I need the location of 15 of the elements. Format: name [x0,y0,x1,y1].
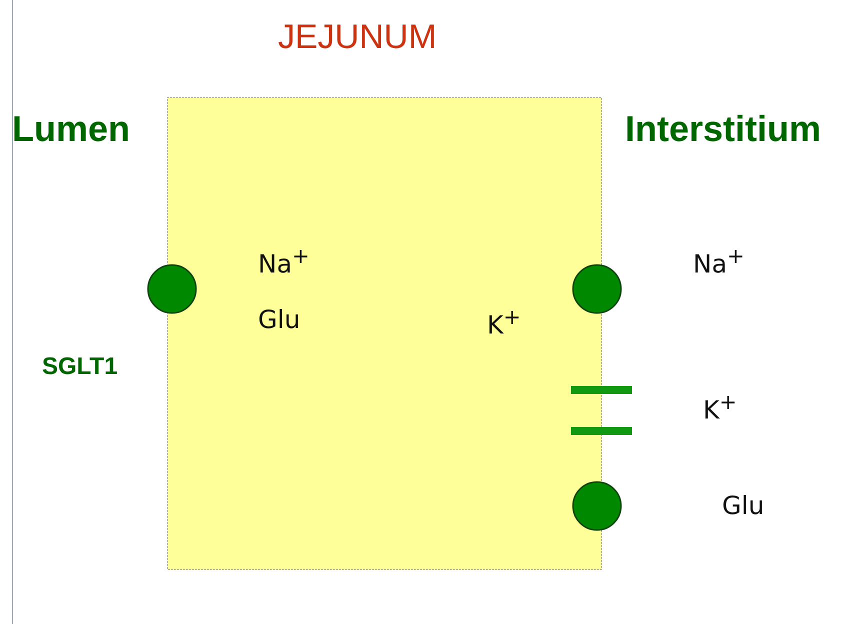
region-label: Interstitium [625,108,822,150]
transporter-circle [572,481,622,531]
transporter-circle [147,264,197,314]
ion-label: Na$^{+}$ [258,244,310,278]
transporter-circle [572,264,622,314]
ion-label: K$^{+}$ [703,390,737,424]
ion-label: Glu [722,491,764,520]
cell-box [167,97,602,570]
title: JEJUNUM [278,18,437,57]
ion-label: K$^{+}$ [487,305,521,340]
channel-bars [571,386,632,435]
ion-label: Na$^{+}$ [693,244,744,278]
ion-label: Glu [258,305,300,334]
region-label: Lumen [12,108,130,150]
transporter-label: SGLT1 [42,353,118,381]
